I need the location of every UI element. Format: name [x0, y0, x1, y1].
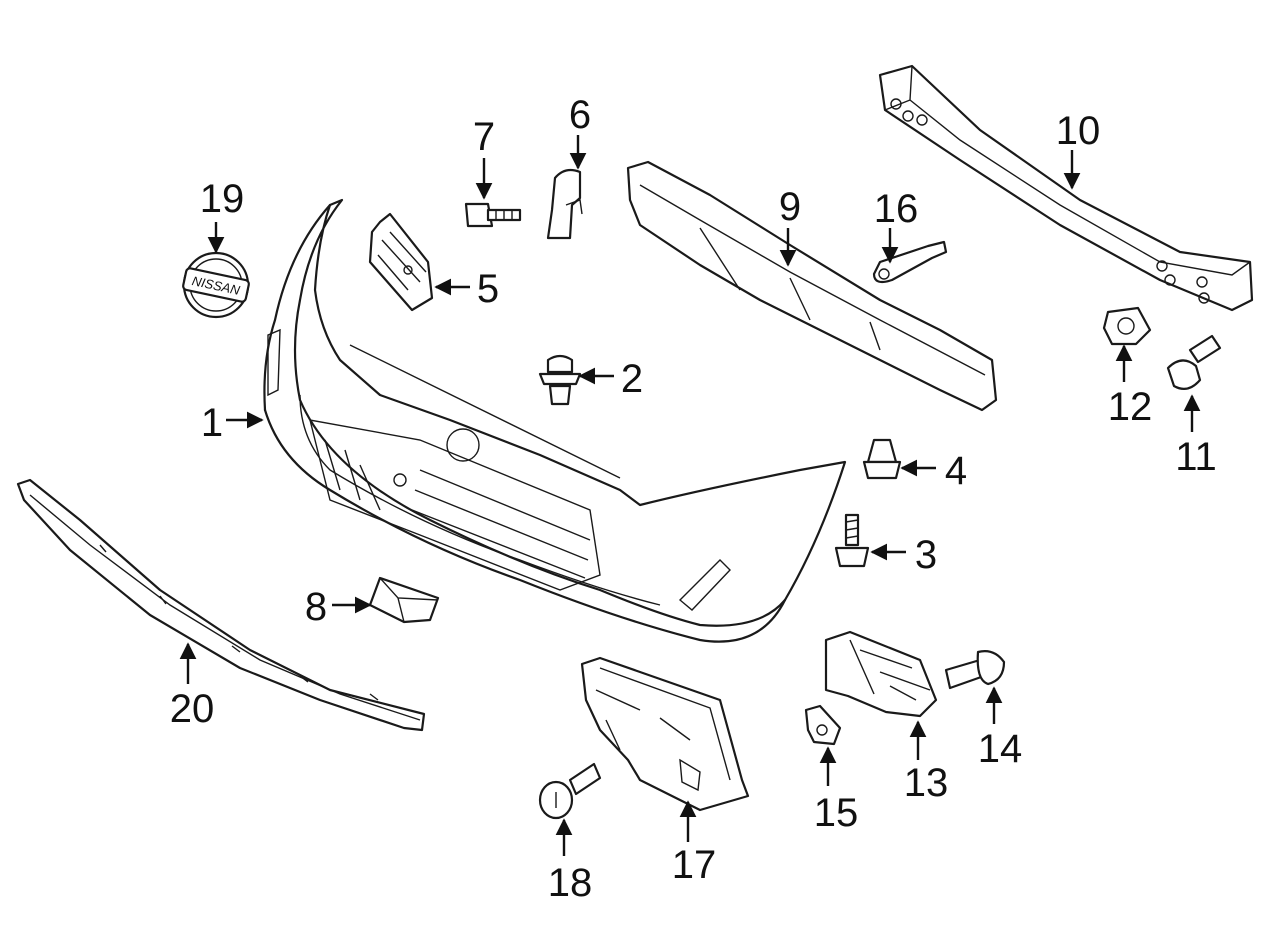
clip-15 [804, 704, 842, 746]
callout-20: 20 [170, 687, 215, 731]
bracket-13 [824, 630, 938, 718]
energy-absorber-9 [626, 160, 998, 412]
emblem-19: NISSAN [182, 251, 250, 319]
push-pin-18 [538, 762, 602, 820]
callout-4: 4 [945, 449, 967, 493]
callout-labels: 1 2 3 4 5 6 7 8 9 10 11 12 13 14 15 16 1… [170, 93, 1217, 905]
callout-5: 5 [477, 267, 499, 311]
callout-6: 6 [569, 93, 591, 137]
callout-1: 1 [201, 401, 223, 445]
callout-16: 16 [874, 187, 919, 231]
bolt-3 [834, 513, 870, 568]
callout-8: 8 [305, 585, 327, 629]
callout-15: 15 [814, 791, 859, 835]
bolt-7 [464, 202, 522, 228]
under-cover-17 [580, 656, 750, 812]
bracket-5 [368, 212, 434, 312]
tow-hook-16 [872, 240, 948, 284]
callout-9: 9 [779, 185, 801, 229]
callout-10: 10 [1056, 109, 1101, 153]
bolt-11 [1166, 334, 1222, 391]
push-clip [538, 354, 582, 406]
callout-14: 14 [978, 727, 1023, 771]
callout-19: 19 [200, 177, 245, 221]
nut-12 [1102, 306, 1152, 346]
bolt-14 [944, 650, 1006, 690]
callout-11: 11 [1175, 435, 1217, 479]
callout-13: 13 [904, 761, 949, 805]
callout-12: 12 [1108, 385, 1153, 429]
callout-2: 2 [621, 357, 643, 401]
leader-arrows [179, 135, 1201, 856]
bracket-6 [546, 168, 583, 240]
reinforcement-bar-10 [878, 64, 1254, 312]
lower-spoiler-20 [16, 478, 426, 732]
bumper-cover [263, 198, 847, 643]
callout-7: 7 [473, 115, 495, 159]
callout-3: 3 [915, 533, 937, 577]
callout-18: 18 [548, 861, 593, 905]
bracket-8 [368, 576, 440, 624]
callout-17: 17 [672, 843, 717, 887]
clip-nut-4 [862, 438, 902, 480]
